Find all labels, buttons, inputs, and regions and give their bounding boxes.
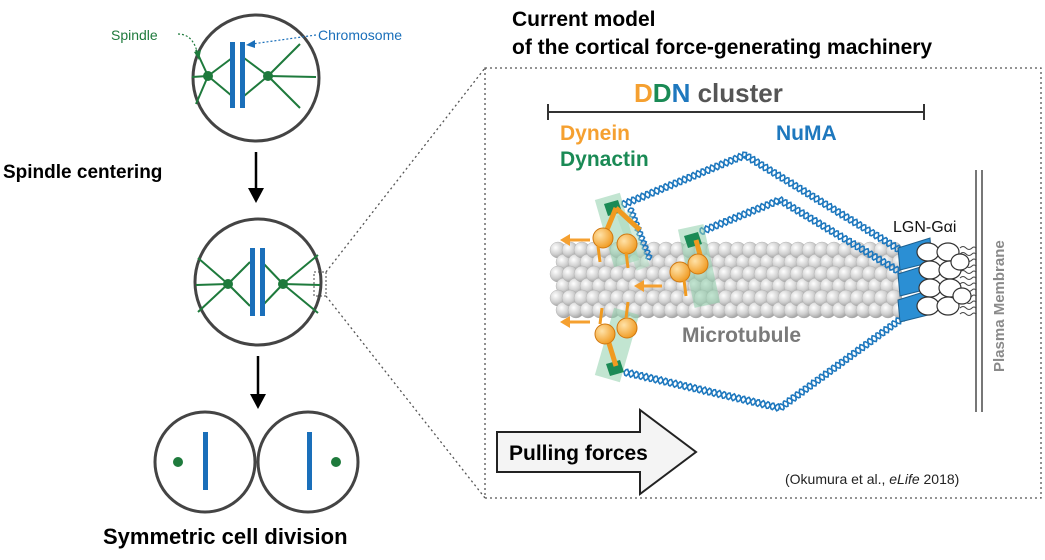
ddn-cluster-label: DDN cluster xyxy=(634,78,783,108)
numa-label: NuMA xyxy=(776,122,837,145)
zoom-box xyxy=(484,67,1042,499)
title-line1: Current model xyxy=(512,8,656,31)
spindle-label: Spindle xyxy=(111,27,201,60)
lgn-gai-complex xyxy=(897,237,972,323)
citation: (Okumura et al., eLife 2018) xyxy=(785,471,959,487)
dynein-pull-arrows xyxy=(560,234,662,328)
dynein-unit-middle xyxy=(669,224,721,308)
dynactin-label: Dynactin xyxy=(560,148,649,171)
symmetric-division-label: Symmetric cell division xyxy=(103,524,348,549)
ddn-bracket xyxy=(547,104,925,120)
dynein-unit-top xyxy=(592,192,650,271)
membrane-label: Plasma Membrane xyxy=(991,240,1008,372)
chromosome-label: Chromosome xyxy=(246,27,402,48)
pulling-forces-label: Pulling forces xyxy=(509,442,648,465)
spindle-centering-label: Spindle centering xyxy=(3,162,162,183)
svg-text:Spindle: Spindle xyxy=(111,27,158,43)
cell-middle xyxy=(193,217,327,347)
dynein-label: Dynein xyxy=(560,122,630,145)
cell-top xyxy=(191,13,321,143)
lgn-gai-label: LGN-Gαi xyxy=(893,219,956,236)
microtubule-label: Microtubule xyxy=(682,324,801,347)
microtubule xyxy=(549,241,909,319)
title-line2: of the cortical force-generating machine… xyxy=(512,36,932,59)
pulling-forces-arrow xyxy=(496,408,698,496)
plasma-membrane xyxy=(975,170,983,412)
zoom-line-top xyxy=(325,67,486,273)
svg-text:Chromosome: Chromosome xyxy=(318,27,402,43)
daughter-cells xyxy=(153,410,360,514)
dynein-unit-bottom xyxy=(594,301,640,383)
